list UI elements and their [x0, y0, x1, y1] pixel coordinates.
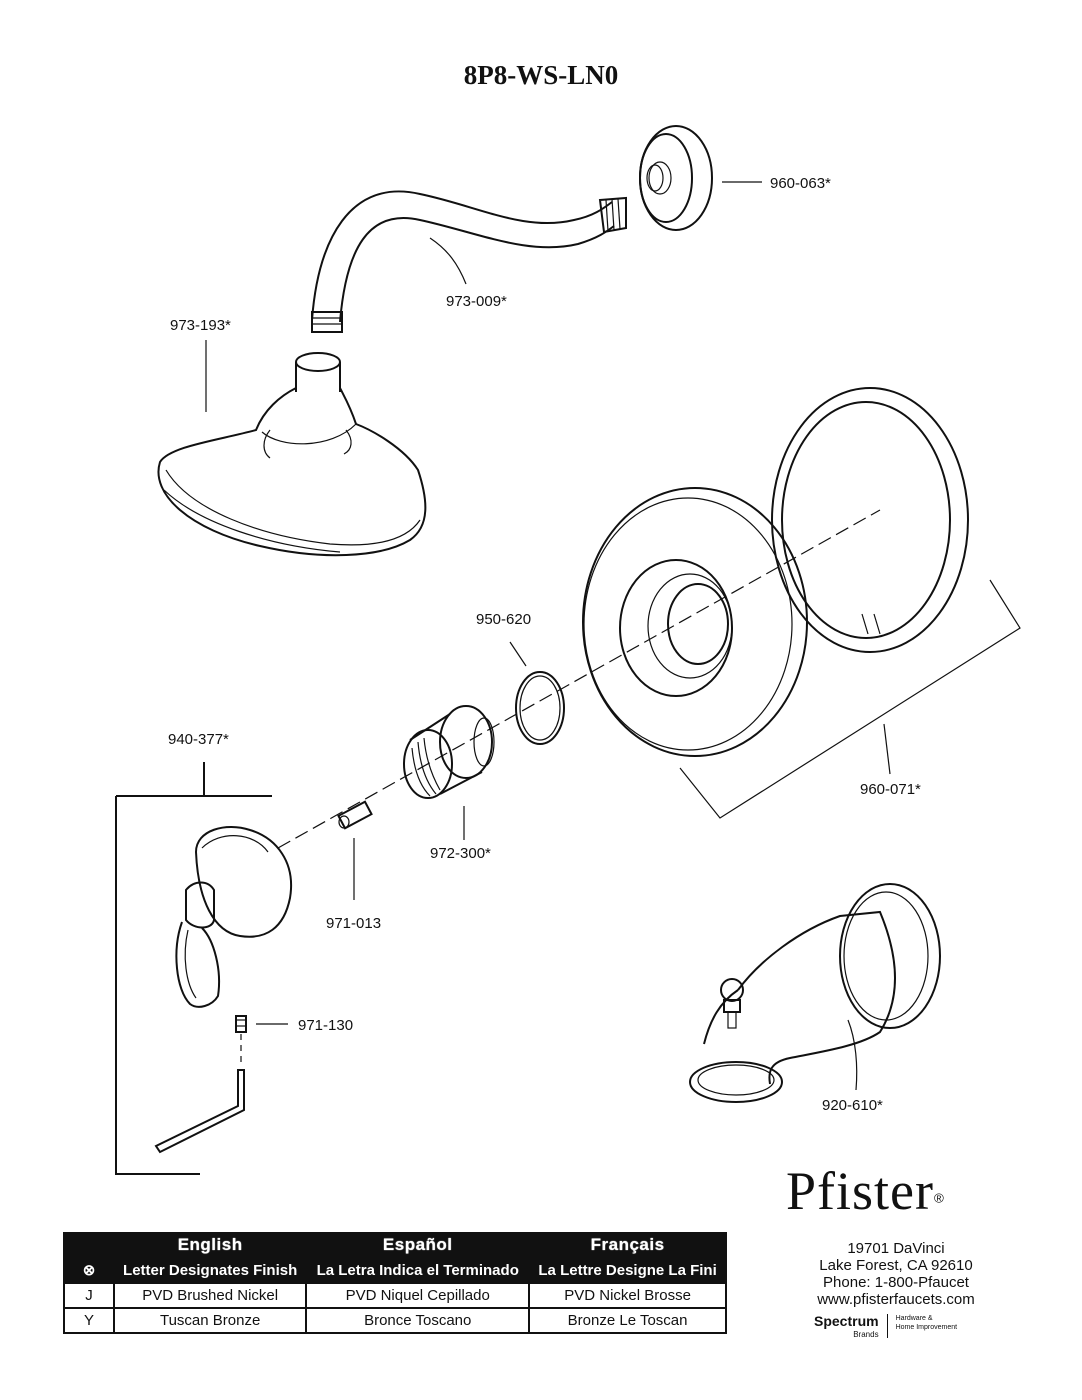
- finish-name-francais: PVD Nickel Brosse: [528, 1282, 727, 1309]
- address-city: Lake Forest, CA 92610: [819, 1257, 973, 1274]
- shower-head-drawing: [157, 352, 427, 557]
- finish-code: Y: [63, 1307, 115, 1334]
- trim-plate-drawing: [582, 487, 808, 757]
- set-screw-drawing: [235, 1015, 247, 1066]
- label-960-063: 960-063*: [770, 175, 831, 192]
- label-971-130: 971-130: [298, 1017, 353, 1034]
- address-street: 19701 DaVinci: [847, 1240, 945, 1257]
- page-title: 8P8-WS-LN0: [463, 60, 619, 90]
- label-940-377: 940-377*: [168, 731, 229, 748]
- finish-symbol-icon: ⊗: [63, 1256, 115, 1284]
- handle-drawing: [115, 762, 293, 1175]
- table-corner-header: [63, 1232, 115, 1258]
- spectrum-sub: Brands: [853, 1330, 879, 1339]
- label-971-013: 971-013: [326, 915, 381, 932]
- tub-spout-drawing: [689, 883, 941, 1103]
- label-960-071: 960-071*: [860, 781, 921, 798]
- pfister-logo-text: Pfister: [786, 1161, 934, 1221]
- o-ring-drawing: [515, 671, 565, 745]
- shower-arm-drawing: [311, 190, 627, 333]
- escutcheon-flange-drawing: [639, 125, 713, 231]
- phone-number: Phone: 1-800-Pfaucet: [823, 1274, 969, 1291]
- company-address: 19701 DaVinci Lake Forest, CA 92610 Phon…: [796, 1240, 996, 1308]
- subheader-espanol: La Letra Indica el Terminado: [305, 1256, 531, 1284]
- header-english: English: [112, 1232, 308, 1258]
- table-row: J PVD Brushed Nickel PVD Niquel Cepillad…: [63, 1282, 727, 1309]
- label-973-193: 973-193*: [170, 317, 231, 334]
- finish-name-english: PVD Brushed Nickel: [112, 1282, 308, 1309]
- spectrum-brands-logo: Spectrum Brands Hardware & Home Improvem…: [814, 1314, 957, 1342]
- trim-gasket-ring-drawing: [771, 387, 969, 653]
- pfister-logo: Pfister®: [786, 1160, 1026, 1222]
- header-francais: Français: [528, 1232, 727, 1258]
- stem-extension-drawing: [337, 800, 373, 830]
- finish-name-espanol: PVD Niquel Cepillado: [305, 1282, 531, 1309]
- adapter-drawing: [403, 705, 495, 799]
- hex-key-drawing: [154, 1069, 245, 1154]
- header-espanol: Español: [305, 1232, 531, 1258]
- label-920-610: 920-610*: [822, 1097, 883, 1114]
- spectrum-divider: [886, 1314, 888, 1338]
- table-row: Y Tuscan Bronze Bronce Toscano Bronze Le…: [63, 1307, 727, 1334]
- finish-name-espanol: Bronce Toscano: [305, 1307, 531, 1334]
- subheader-english: Letter Designates Finish: [112, 1256, 308, 1284]
- label-972-300: 972-300*: [430, 845, 491, 862]
- label-950-620: 950-620: [476, 611, 531, 628]
- subheader-francais: La Lettre Designe La Fini: [528, 1256, 727, 1284]
- finish-name-english: Tuscan Bronze: [112, 1307, 308, 1334]
- website-link[interactable]: www.pfisterfaucets.com: [817, 1291, 975, 1308]
- finish-code-table: English Español Français ⊗ Letter Design…: [63, 1232, 727, 1334]
- finish-code: J: [63, 1282, 115, 1309]
- registered-mark: ®: [934, 1190, 944, 1206]
- spectrum-tag-line2: Home Improvement: [895, 1324, 958, 1331]
- spectrum-name: Spectrum: [814, 1313, 879, 1329]
- finish-name-francais: Bronze Le Toscan: [528, 1307, 727, 1334]
- label-973-009: 973-009*: [446, 293, 507, 310]
- spectrum-tag-line1: Hardware &: [895, 1315, 933, 1322]
